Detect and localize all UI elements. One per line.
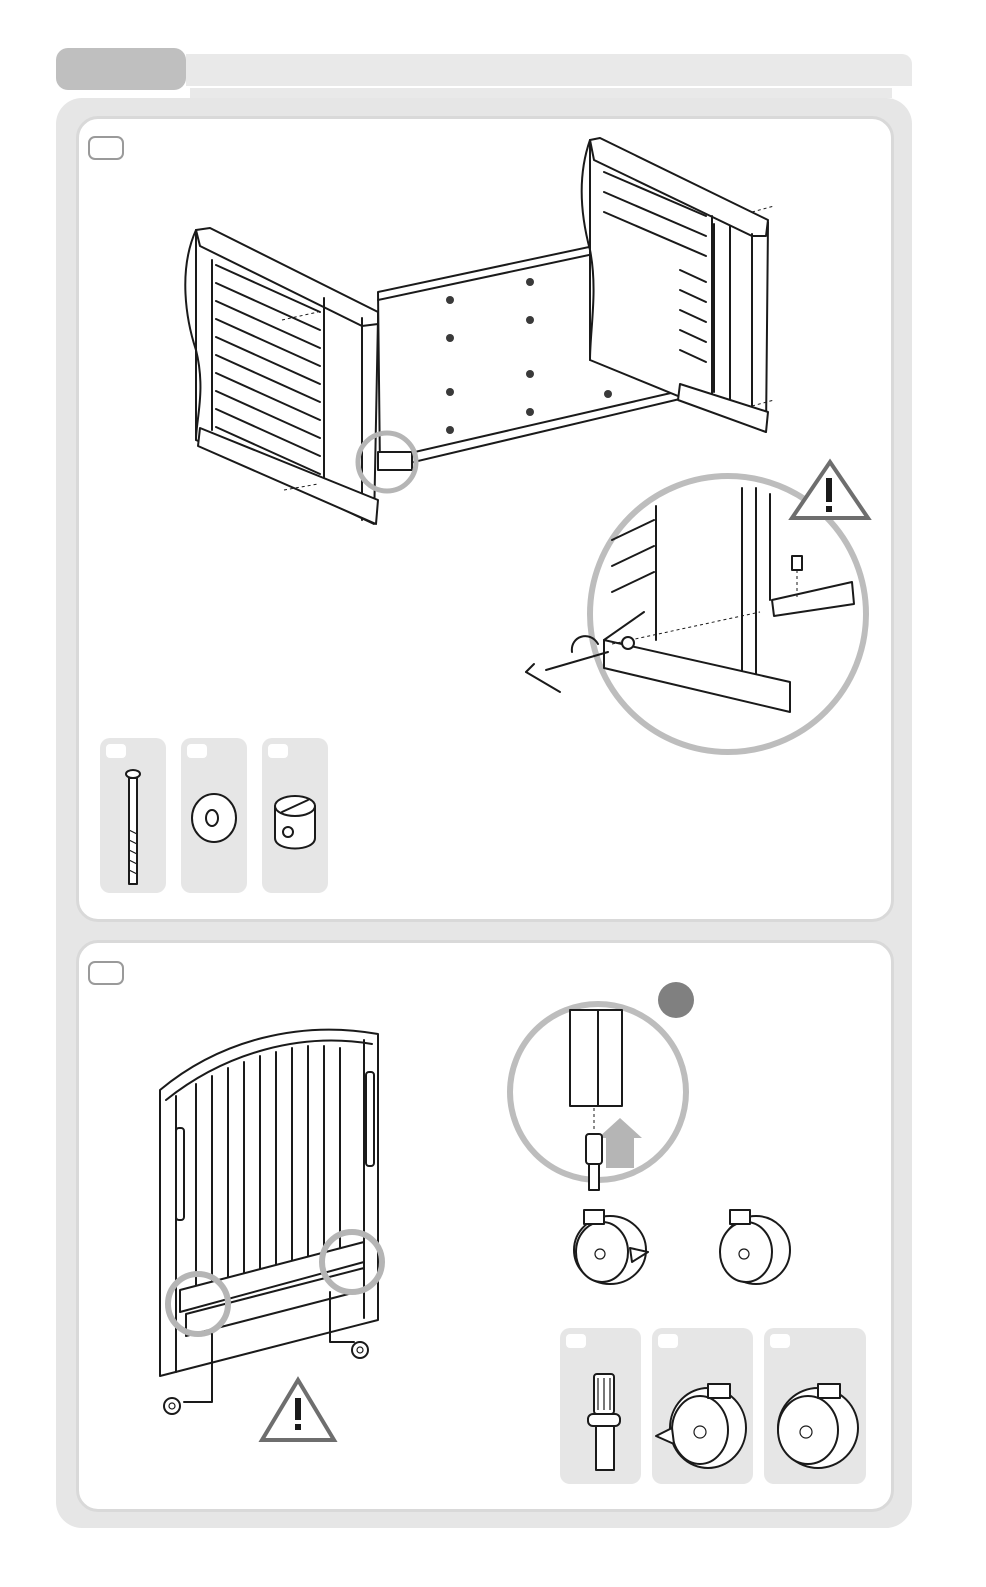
end-panel-with-casters [160,1030,382,1440]
bolt-washer-barrel-nut-closeup [526,462,868,752]
caster-stem-insert-closeup [510,982,694,1190]
barrel-nut-icon [275,796,315,849]
caster-illustrations [574,1210,790,1284]
locking-caster-icon [656,1384,746,1468]
crib-frame-assembly [185,138,774,524]
washer-icon [192,794,236,842]
bolt-icon [126,770,140,884]
caster-stem-icon [588,1374,620,1470]
caster-icon [778,1384,858,1468]
step-indicator-dot [658,982,694,1018]
left-end-panel [185,228,378,524]
